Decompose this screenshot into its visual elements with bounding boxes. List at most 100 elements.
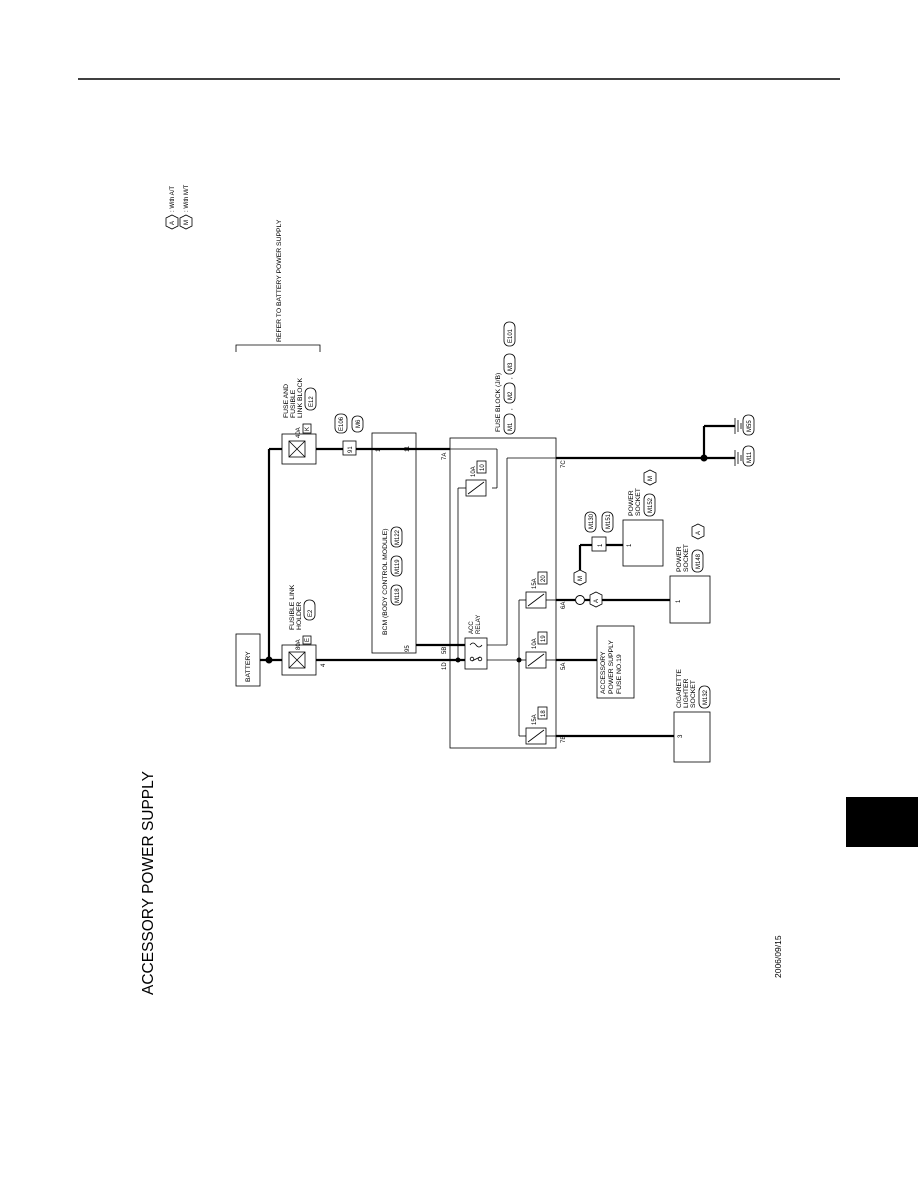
power-socket-a-box <box>669 575 711 624</box>
bcm-label: BCM (BODY CONTROL MODULE) <box>382 529 389 636</box>
connector-m132 <box>698 685 711 709</box>
svg-text:19: 19 <box>541 635 547 642</box>
svg-text:E106: E106 <box>339 416 345 431</box>
legend: A : With A/T M : With M/T <box>165 184 193 230</box>
cigarette-lighter-label-2: LIGHTER <box>683 678 690 708</box>
variant-a-mark <box>589 591 603 608</box>
fusible-link-letter: E <box>305 638 311 642</box>
svg-text:A: A <box>170 221 176 225</box>
fuse-link-block-label-2: FUSIBLE <box>290 389 297 418</box>
pin-7b: 7B <box>561 736 567 743</box>
svg-text:M148: M148 <box>696 553 702 569</box>
svg-text:M55: M55 <box>747 420 753 432</box>
pin-5a: 5A <box>561 663 567 670</box>
fuse-block-box <box>449 437 557 749</box>
svg-text:M151: M151 <box>606 513 612 529</box>
page-date: 2006/09/15 <box>773 935 783 978</box>
power-socket-a-label-1: POWER <box>676 546 683 572</box>
svg-text:E12: E12 <box>309 396 315 407</box>
cigarette-lighter-box <box>673 711 711 763</box>
cigarette-lighter-label-1: CIGARETTE <box>676 669 683 708</box>
connector-m151 <box>601 511 614 533</box>
socket-m-variant-mark <box>643 469 657 486</box>
junction-battery <box>265 656 273 664</box>
connector-m118 <box>390 584 403 606</box>
refer-text: REFER TO BATTERY POWER SUPPLY <box>276 219 283 342</box>
ground-m55-icon <box>734 418 742 434</box>
svg-text:K: K <box>305 427 311 431</box>
fusible-link-holder-label-1: FUSIBLE LINK <box>289 584 296 630</box>
pin-7c: 7C <box>561 460 567 468</box>
acc-relay-label-1: ACC <box>469 621 475 634</box>
battery-label: BATTERY <box>245 651 252 682</box>
svg-text:M122: M122 <box>395 529 401 545</box>
pin-6a: 6A <box>561 602 567 609</box>
pin-7a: 7A <box>442 453 448 460</box>
acc-relay-label-2: RELAY <box>476 615 482 634</box>
fuse-10a-10-rating: 10A <box>471 466 477 477</box>
fusible-link-80a-symbol <box>288 651 306 669</box>
option-junction <box>575 595 585 605</box>
fuse-block-label: FUSE BLOCK (J/B) <box>495 373 502 432</box>
svg-text:,: , <box>508 408 514 410</box>
svg-text:A: A <box>696 531 702 535</box>
svg-text:10: 10 <box>480 464 486 471</box>
svg-text:M130: M130 <box>589 513 595 529</box>
svg-text:M152: M152 <box>648 497 654 513</box>
legend-a-text: : With A/T <box>170 186 176 212</box>
connector-m6 <box>351 415 364 433</box>
connector-e2 <box>303 599 316 621</box>
fuse-note-line-3: FUSE NO.19 <box>616 654 623 694</box>
section-tab <box>846 797 918 847</box>
legend-a-symbol <box>165 214 179 230</box>
power-socket-a-label-2: SOCKET <box>683 544 690 572</box>
connector-m3 <box>503 353 516 375</box>
power-socket-a-pin: 1 <box>676 599 682 603</box>
svg-text:M118: M118 <box>395 588 401 603</box>
svg-text:E2: E2 <box>308 609 314 617</box>
fusible-link-holder-label-2: HOLDER <box>296 602 303 630</box>
fuse-link-block-box <box>281 433 317 465</box>
svg-text:M1: M1 <box>508 422 514 431</box>
svg-text:M3: M3 <box>508 362 514 371</box>
connector-m55 <box>742 414 755 436</box>
fusible-link-40a-symbol <box>288 440 306 458</box>
fuse-link-block-rating: 40A <box>296 427 302 438</box>
svg-text:M119: M119 <box>395 559 401 574</box>
fuse-link-block-label-1: FUSE AND <box>283 384 290 418</box>
pin-1d: 1D <box>442 662 448 670</box>
svg-text:E101: E101 <box>508 328 514 343</box>
cigarette-lighter-label-3: SOCKET <box>690 680 697 708</box>
svg-text:1: 1 <box>598 543 604 547</box>
svg-text:M: M <box>648 476 654 481</box>
legend-m-symbol <box>179 214 193 230</box>
fuse-15a-18-rating: 15A <box>532 714 538 725</box>
power-socket-m-label-2: SOCKET <box>635 488 642 516</box>
svg-text:A: A <box>594 599 600 603</box>
svg-text:18: 18 <box>541 710 547 717</box>
fuse-link-block-label-3: LINK BLOCK <box>297 377 304 418</box>
fuse-15a-20-rating: 15A <box>532 578 538 589</box>
svg-text:M2: M2 <box>508 391 514 400</box>
svg-text:M: M <box>184 220 190 225</box>
connector-m2 <box>503 382 516 404</box>
svg-text:M132: M132 <box>703 689 709 705</box>
bcm-pin-11: 11 <box>405 445 411 452</box>
variant-m-mark <box>573 569 587 586</box>
ground-m11-icon <box>734 450 742 466</box>
fuse-note-box <box>596 625 635 699</box>
connector-m152 <box>643 493 656 517</box>
fuse-10a-19-rating: 10A <box>532 638 538 649</box>
legend-m-text: : With M/T <box>184 184 190 212</box>
svg-text:M11: M11 <box>747 451 753 463</box>
cigarette-lighter-pin: 3 <box>678 734 684 738</box>
pin-5b: 5B <box>442 647 448 654</box>
bcm-box <box>371 432 417 654</box>
socket-a-variant-mark <box>691 523 705 540</box>
connector-m130 <box>584 511 597 533</box>
connector-m119 <box>390 555 403 577</box>
battery-box <box>235 633 261 687</box>
acc-relay-box <box>464 637 488 670</box>
svg-text:M6: M6 <box>356 419 362 428</box>
